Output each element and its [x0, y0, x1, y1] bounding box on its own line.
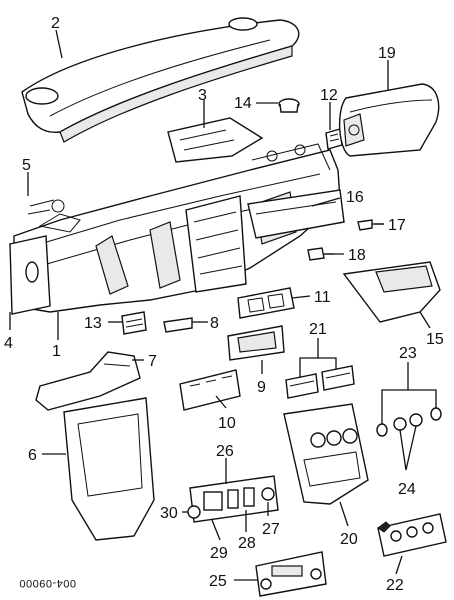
- part-17-clip: [357, 219, 384, 231]
- part-2-upper-cover: [21, 17, 300, 143]
- part-30-knob: [187, 505, 201, 519]
- part-7-column-cover: [35, 351, 141, 411]
- part-21-vents: [285, 365, 355, 399]
- figure-code: 004-09000: [19, 577, 76, 589]
- part-22-climate-control: [377, 513, 447, 557]
- callout-1: 1: [52, 343, 61, 360]
- callout-18: 18: [348, 247, 366, 264]
- callout-11: 11: [314, 289, 331, 306]
- callout-10: 10: [218, 415, 236, 432]
- callout-16: 16: [346, 189, 364, 206]
- callout-9: 9: [257, 379, 266, 396]
- callout-5: 5: [22, 157, 31, 174]
- callout-13: 13: [84, 315, 102, 332]
- callout-8: 8: [210, 315, 219, 332]
- callout-12: 12: [320, 87, 338, 104]
- callout-25: 25: [209, 573, 227, 590]
- part-8-switch: [163, 317, 193, 333]
- callout-24: 24: [398, 481, 416, 498]
- leader-lines: [9, 29, 437, 581]
- callout-19: 19: [378, 45, 396, 62]
- part-11-bezel: [237, 287, 295, 319]
- callout-17: 17: [388, 217, 406, 234]
- callout-28: 28: [238, 535, 256, 552]
- callout-6: 6: [28, 447, 37, 464]
- part-15-glove-box-bin: [342, 261, 441, 323]
- part-16-glove-box: [247, 189, 345, 239]
- part-10-switch-bank: [179, 369, 241, 411]
- callout-30: 30: [160, 505, 178, 522]
- callout-23: 23: [399, 345, 417, 362]
- callout-22: 22: [386, 577, 404, 594]
- callout-labels: 2 3 14 12 19 5 16 17 18 11 13 8 4 1 15 2…: [4, 15, 444, 594]
- callout-15: 15: [426, 331, 444, 348]
- callout-29: 29: [210, 545, 228, 562]
- callout-3: 3: [198, 87, 207, 104]
- part-6-knee-panel: [63, 397, 155, 541]
- part-25-radio: [255, 551, 327, 597]
- part-19-airbag-cover: [338, 83, 440, 157]
- callout-20: 20: [340, 531, 358, 548]
- part-9-bezel: [227, 325, 285, 361]
- callout-2: 2: [51, 15, 60, 32]
- part-13-vent: [121, 311, 147, 335]
- callout-4: 4: [4, 335, 13, 352]
- callout-14: 14: [234, 95, 252, 112]
- part-3-center-duct: [167, 117, 264, 163]
- part-14-sensor: [278, 98, 300, 113]
- part-4-left-end-cap: [9, 235, 51, 315]
- callout-27: 27: [262, 521, 280, 538]
- callout-21: 21: [309, 321, 327, 338]
- part-24-knobs: [393, 413, 423, 431]
- callout-7: 7: [148, 353, 157, 370]
- callout-26: 26: [216, 443, 234, 460]
- part-27-knob: [261, 487, 275, 501]
- part-20-center-bezel: [283, 403, 369, 505]
- part-23-knobs: [376, 407, 442, 437]
